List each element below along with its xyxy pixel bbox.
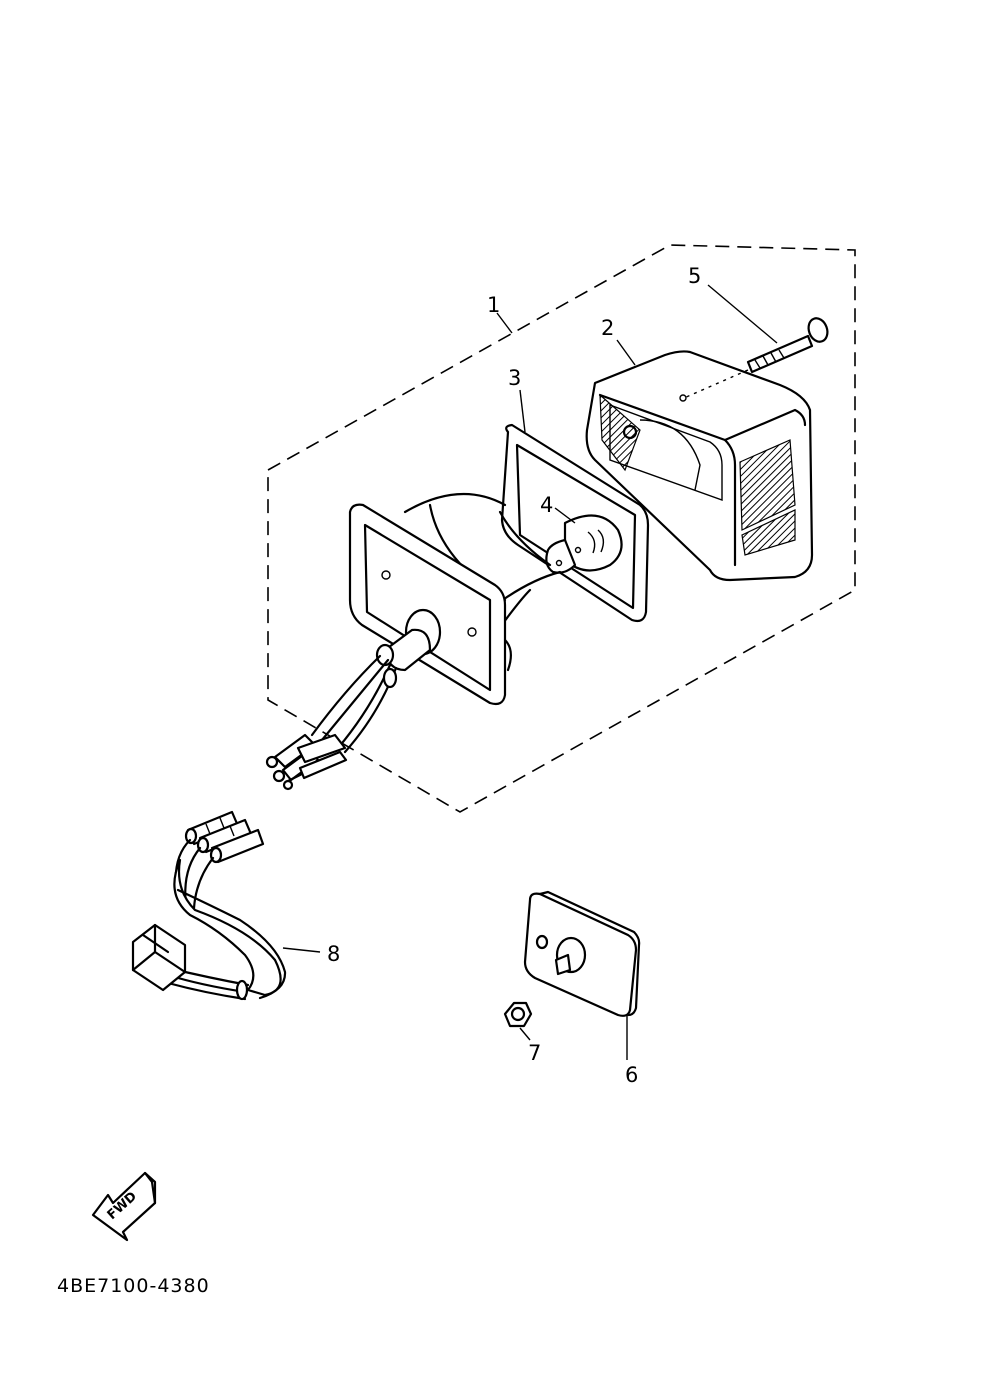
leader-lines	[282, 284, 778, 1060]
lens-housing-part-2	[585, 350, 814, 582]
callout-4: 4	[540, 493, 553, 517]
fwd-arrow-icon: FWD	[91, 1171, 157, 1242]
lamp-wires	[265, 654, 398, 791]
callout-labels: 1 2 3 4 5 6 7 8	[327, 264, 701, 1087]
assembly-boundary	[267, 244, 856, 813]
housing-side-reflector-lower	[741, 509, 796, 556]
license-light-part-6	[523, 890, 641, 1017]
bulb-part-4	[545, 514, 623, 574]
callout-8: 8	[327, 942, 340, 966]
callout-7: 7	[528, 1041, 541, 1065]
nut-part-7	[503, 1001, 533, 1028]
callout-2: 2	[601, 316, 614, 340]
callout-3: 3	[508, 366, 521, 390]
wire-harness-part-8	[131, 810, 287, 1001]
callout-5: 5	[688, 264, 701, 288]
drawing-code: 4BE7100-4380	[57, 1275, 210, 1297]
gasket-part-3	[500, 423, 650, 623]
callout-1: 1	[487, 293, 500, 317]
housing-front-reflector	[599, 393, 641, 472]
callout-6: 6	[625, 1063, 638, 1087]
housing-side-reflector	[739, 439, 796, 531]
screw-part-5	[683, 317, 829, 399]
base-plate-frame	[348, 503, 507, 706]
